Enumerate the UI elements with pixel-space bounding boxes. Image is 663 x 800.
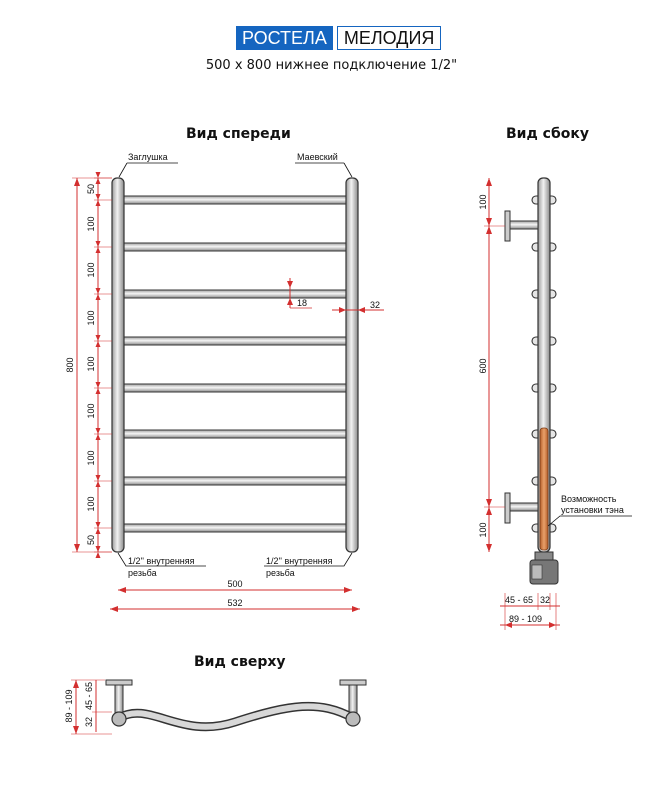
seg-label-6: 100 <box>86 450 96 465</box>
seg-label-1: 100 <box>86 216 96 231</box>
dim-arrow <box>95 428 101 434</box>
dim-arrow <box>95 341 101 347</box>
dim-arrow <box>95 388 101 394</box>
heater-element <box>539 427 549 551</box>
dim-arrow <box>95 546 101 552</box>
seg-label-5: 100 <box>86 403 96 418</box>
side-view-title: Вид сбоку <box>506 126 589 142</box>
dim-pipe: 32 <box>370 300 380 310</box>
left-pipe <box>111 177 125 553</box>
rung <box>117 289 353 299</box>
side-dim-total: 89 - 109 <box>509 614 542 624</box>
seg-label-3: 100 <box>86 310 96 325</box>
seg-label-4: 100 <box>86 356 96 371</box>
dim-arrow <box>95 178 101 184</box>
front-view: Заглушка Маевский 1/2'' внутренняя резьб… <box>65 152 384 612</box>
thread-label-left: 1/2'' внутренняя <box>128 556 195 566</box>
rung <box>117 383 353 393</box>
side-dim-bottom: 100 <box>478 522 488 537</box>
top-dim-pipe: 32 <box>84 717 94 727</box>
dim-arrow <box>95 294 101 300</box>
dim-arrow <box>95 475 101 481</box>
top-rung <box>116 703 356 730</box>
seg-label-2: 100 <box>86 262 96 277</box>
rung <box>117 242 353 252</box>
top-dim-offset: 45 - 65 <box>84 682 94 710</box>
rung <box>117 523 353 533</box>
thread-label-right-2: резьба <box>266 568 295 578</box>
wall-bracket-bottom <box>504 492 539 524</box>
subtitle: 500 x 800 нижнее подключение 1/2" <box>205 58 458 73</box>
seg-label-8: 50 <box>86 535 96 545</box>
rung <box>117 336 353 346</box>
dim-width-inner: 500 <box>227 579 242 589</box>
top-bracket-left <box>105 679 133 714</box>
brand-name: РОСТЕЛА <box>236 26 333 50</box>
side-dim-offset: 45 - 65 <box>505 595 533 605</box>
dim-arrow <box>95 200 101 206</box>
top-right-pipe <box>345 711 361 727</box>
wall-bracket-top <box>504 210 539 242</box>
top-bracket-right <box>339 679 367 714</box>
dim-arrow <box>95 522 101 528</box>
dim-width-outer: 532 <box>227 598 242 608</box>
top-view: 89 - 109 45 - 65 32 <box>64 679 367 735</box>
dim-height: 800 <box>65 357 75 372</box>
side-dim-mid: 600 <box>478 358 488 373</box>
rungs <box>117 195 353 533</box>
dim-arrow <box>95 247 101 253</box>
top-view-title: Вид сверху <box>194 654 286 670</box>
valve-label: Маевский <box>297 152 338 162</box>
rung <box>117 476 353 486</box>
dim-arrow <box>95 382 101 388</box>
rung <box>117 429 353 439</box>
dim-arrow <box>95 528 101 534</box>
dim-arrow <box>95 194 101 200</box>
dim-arrow <box>95 241 101 247</box>
plug-label: Заглушка <box>128 152 168 162</box>
thread-label-left-2: резьба <box>128 568 157 578</box>
dim-arrow <box>95 335 101 341</box>
dim-arrow <box>95 172 101 178</box>
heater-label-2: установки тэна <box>561 505 624 515</box>
right-pipe <box>345 177 359 553</box>
dim-arrow <box>95 434 101 440</box>
top-dim-total: 89 - 109 <box>64 689 74 722</box>
dim-arrow <box>95 288 101 294</box>
side-dim-pipe: 32 <box>540 595 550 605</box>
top-left-pipe <box>111 711 127 727</box>
rung <box>117 195 353 205</box>
dim-rung: 18 <box>297 298 307 308</box>
dim-arrow <box>95 481 101 487</box>
seg-label-7: 100 <box>86 496 96 511</box>
seg-label-0: 50 <box>86 184 96 194</box>
dim-arrow <box>95 552 101 558</box>
thread-label-right: 1/2'' внутренняя <box>266 556 333 566</box>
heater-label: Возможность <box>561 494 617 504</box>
model-name: МЕЛОДИЯ <box>336 26 442 50</box>
front-view-title: Вид спереди <box>186 126 291 142</box>
brand-header: РОСТЕЛА МЕЛОДИЯ <box>236 26 442 50</box>
side-view: 100 600 100 Возможность установки тэна 4… <box>478 177 632 630</box>
side-dim-top: 100 <box>478 194 488 209</box>
